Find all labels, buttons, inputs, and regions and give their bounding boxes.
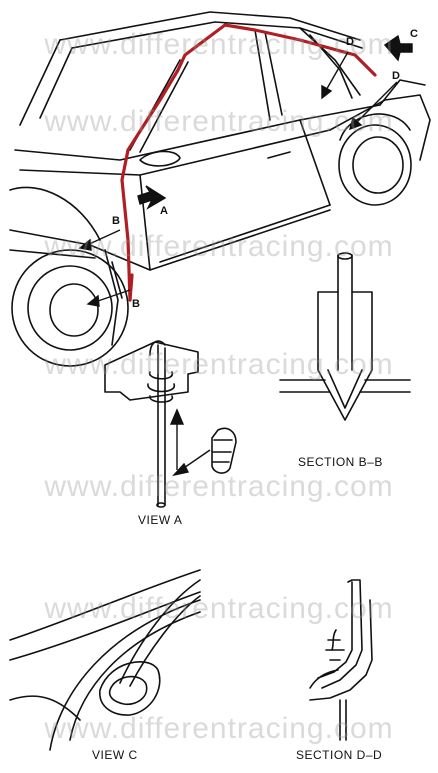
rear-wheel-drawing (338, 113, 412, 206)
caption-section-dd: SECTION D–D (296, 748, 383, 762)
callout-d-bottom: D (392, 70, 401, 82)
arrow-c (383, 34, 413, 62)
callout-c: C (410, 28, 419, 40)
caption-view-c: VIEW C (92, 748, 138, 762)
harness-route (120, 23, 377, 302)
car-body-drawing (9, 11, 431, 271)
view-a-drawing (104, 340, 237, 508)
callout-b-bottom: B (132, 298, 141, 310)
caption-section-bb: SECTION B–B (298, 455, 383, 469)
callout-a: A (160, 205, 169, 217)
arrows (78, 34, 413, 477)
caption-view-a: VIEW A (138, 513, 183, 527)
view-c-drawing (9, 569, 201, 751)
arrow-a (137, 185, 167, 210)
section-bb-drawing (279, 252, 411, 421)
callout-d-top: D (346, 36, 355, 48)
front-wheel-drawing (11, 249, 129, 367)
callout-b-top: B (112, 215, 121, 227)
section-dd-drawing (309, 579, 373, 741)
